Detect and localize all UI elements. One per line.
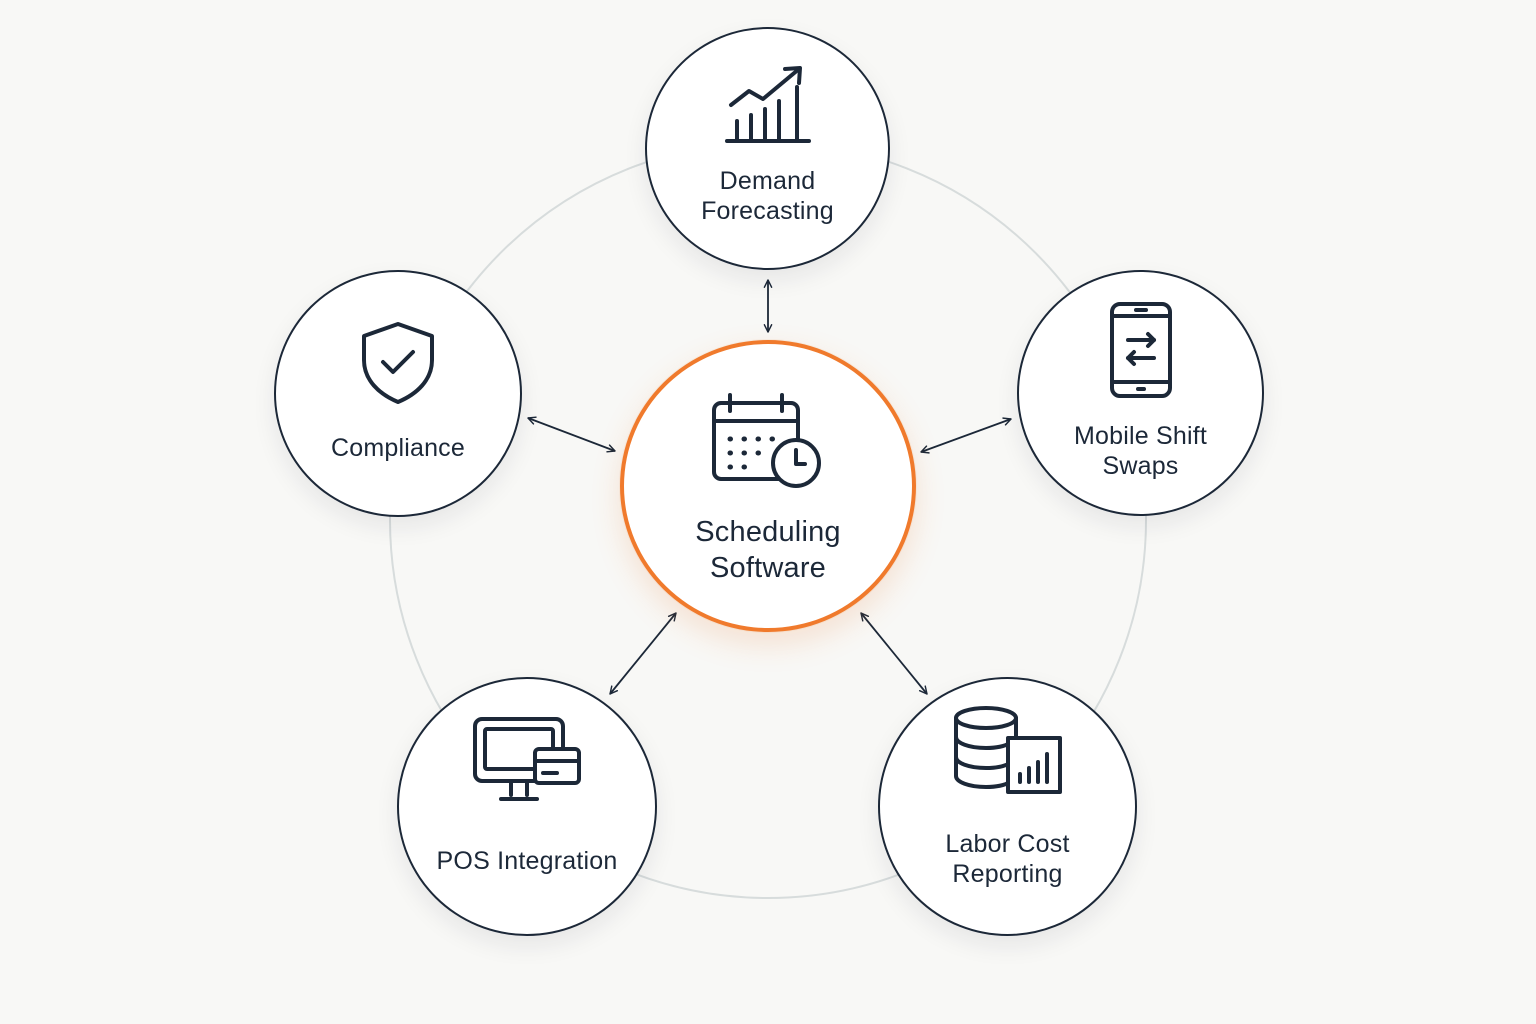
node-labor-cost-reporting: Labor Cost Reporting	[878, 677, 1137, 936]
node-pos-integration: POS Integration	[397, 677, 657, 936]
center-node-scheduling-software: Scheduling Software	[620, 340, 916, 632]
connector-pos	[609, 612, 677, 695]
calendar-clock-icon	[712, 392, 824, 496]
node-compliance: Compliance	[274, 270, 522, 517]
database-chart-icon	[952, 706, 1064, 803]
pos-terminal-icon	[471, 715, 583, 812]
node-label: Compliance	[330, 434, 465, 462]
node-label: POS Integration	[436, 847, 618, 875]
connector-labor	[860, 612, 928, 695]
connector-compliance	[527, 416, 616, 453]
connector-mobile	[920, 417, 1012, 454]
node-label: Demand Forecasting	[701, 167, 834, 225]
center-node-label: Scheduling Software	[695, 515, 841, 584]
shield-check-icon	[359, 320, 437, 411]
growth-chart-icon	[724, 65, 811, 150]
node-label: Labor Cost Reporting	[945, 830, 1070, 888]
node-label: Mobile Shift Swaps	[1073, 421, 1207, 480]
node-mobile-shift-swaps: Mobile Shift Swaps	[1017, 270, 1264, 516]
node-demand-forecasting: Demand Forecasting	[645, 27, 890, 270]
phone-swap-icon	[1108, 301, 1174, 403]
